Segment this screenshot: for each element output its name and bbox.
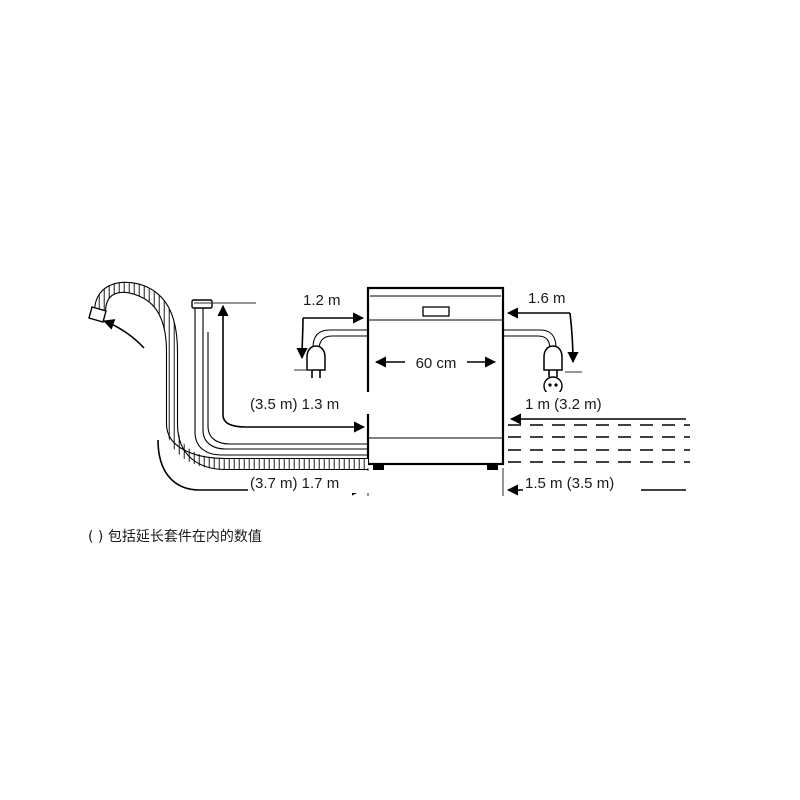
water-hose-inner-edge bbox=[202, 308, 368, 450]
drain-hose-right-label: 1.5 m (3.5 m) bbox=[525, 475, 614, 492]
power-cord-right-edge-b bbox=[503, 335, 551, 357]
water-hose-right-label: 1 m (3.2 m) bbox=[525, 396, 602, 413]
right-power-cord: 1.6 m bbox=[503, 286, 587, 396]
width-label-backing bbox=[405, 351, 467, 373]
drain-hose-left-label: (3.7 m) 1.7 m bbox=[250, 475, 339, 492]
right-water-dimension: 1 m (3.2 m) bbox=[509, 392, 686, 425]
right-water-label-backing bbox=[523, 392, 631, 414]
power-cord-left-edge-b bbox=[318, 335, 368, 357]
left-drain-hose bbox=[88, 281, 368, 471]
water-dimension-horizontal-arrow bbox=[222, 414, 366, 433]
water-hose-outer-edge bbox=[194, 308, 368, 456]
hose-direction-arrow bbox=[102, 319, 145, 349]
water-hose-coupling-icon bbox=[191, 299, 213, 309]
left-water-hose bbox=[191, 299, 368, 456]
corrugated-hose-core bbox=[100, 287, 368, 464]
left-power-cord: 1.2 m bbox=[294, 288, 368, 378]
water-label-backing bbox=[248, 392, 370, 414]
power-right-label-backing bbox=[525, 286, 587, 308]
power-dim-right-vertical bbox=[567, 312, 579, 364]
left-drain-dimension: (3.7 m) 1.7 m bbox=[157, 439, 370, 496]
drain-dimension-arrow bbox=[157, 439, 364, 496]
dishwasher-appliance: 60 cm bbox=[366, 286, 505, 470]
dishwasher-display bbox=[422, 306, 450, 317]
water-hose-second-edge bbox=[207, 332, 368, 445]
water-hose-left-label: (3.5 m) 1.3 m bbox=[250, 396, 339, 413]
socket-hole-1 bbox=[548, 383, 552, 387]
dishwasher-body bbox=[366, 286, 505, 466]
dishwasher-foot-right bbox=[487, 464, 498, 470]
width-label: 60 cm bbox=[416, 355, 457, 372]
power-cord-right-label: 1.6 m bbox=[528, 290, 566, 307]
socket-hole-2 bbox=[554, 383, 558, 387]
power-cord-left-label: 1.2 m bbox=[303, 292, 341, 309]
footnote-caption: ( ) 包括延长套件在内的数值 bbox=[88, 529, 262, 545]
power-plug-icon-left bbox=[306, 345, 326, 371]
right-drain-label-backing bbox=[523, 471, 641, 493]
power-plug-icon-right bbox=[543, 345, 563, 371]
drain-label-backing bbox=[248, 471, 370, 493]
corrugated-hose-edge-outer bbox=[93, 281, 368, 471]
dishwasher-foot-left bbox=[373, 464, 384, 470]
power-left-label-backing bbox=[300, 288, 362, 310]
width-dimension: 60 cm bbox=[374, 351, 497, 373]
right-hoses bbox=[508, 424, 690, 463]
left-water-dimension: (3.5 m) 1.3 m bbox=[194, 302, 370, 433]
corrugated-hose-edge-inner bbox=[104, 291, 368, 460]
right-drain-dimension: 1.5 m (3.5 m) bbox=[502, 468, 686, 496]
corrugated-hose-ribs bbox=[94, 281, 368, 470]
power-dim-left-vertical bbox=[296, 317, 308, 360]
